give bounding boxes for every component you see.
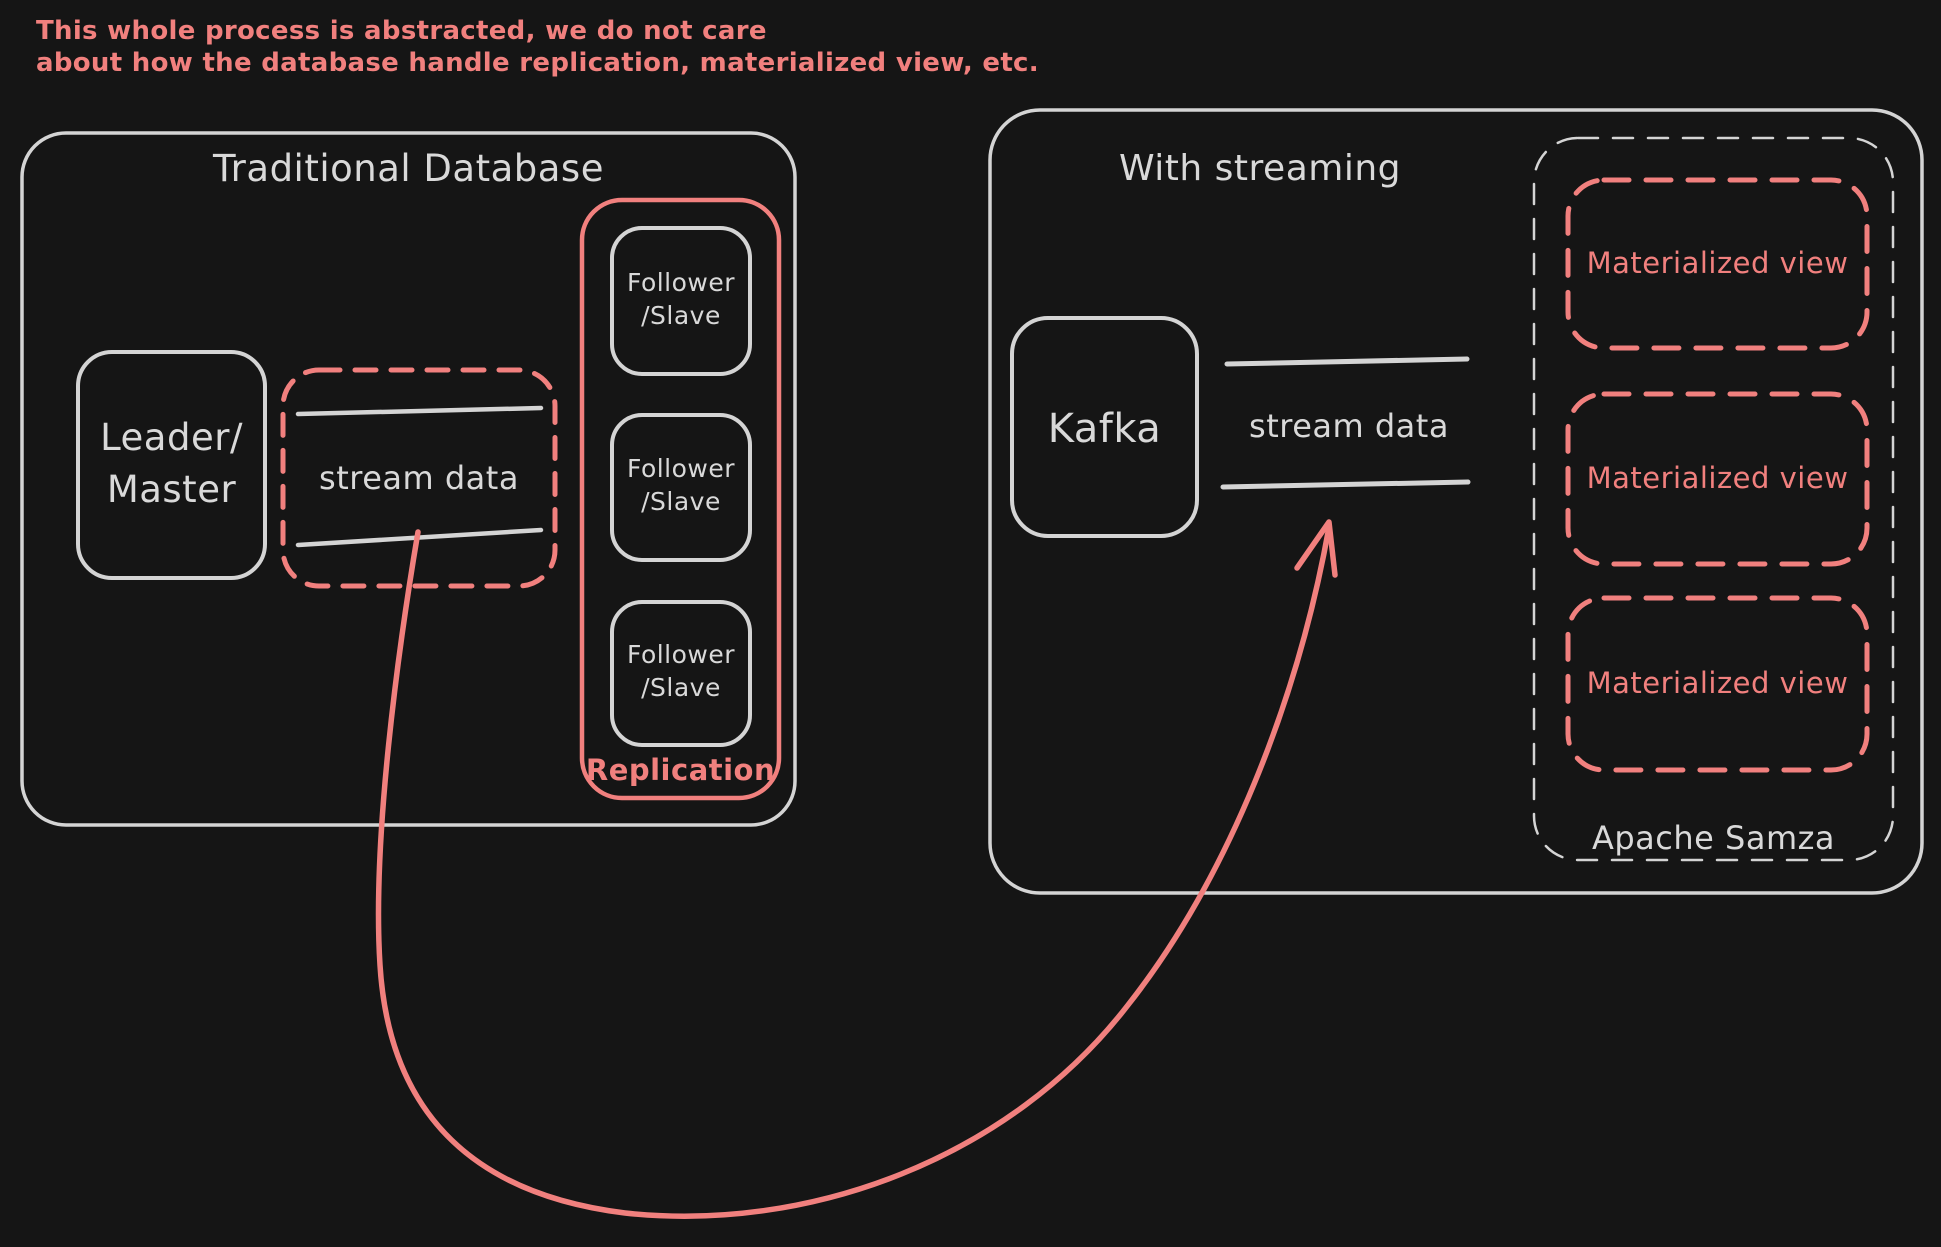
follower-slave-box-3 [610, 600, 752, 747]
leader-label-line1: Leader/ [100, 416, 243, 459]
stream-data-left-label: stream data [319, 459, 519, 497]
materialized-view-box-2 [1565, 391, 1870, 567]
follower-1-line2: /Slave [641, 300, 721, 330]
apache-samza-dashed-box [1532, 136, 1895, 862]
flow-arrowhead [1294, 519, 1338, 578]
stream-right-top-line [1224, 356, 1470, 367]
materialized-view-label-2: Materialized view [1586, 461, 1849, 495]
leader-master-label: Leader/ Master [78, 412, 265, 516]
follower-slave-label-2: Follower /Slave [612, 453, 750, 518]
leader-label-line2: Master [106, 467, 237, 511]
replication-box [579, 197, 782, 801]
traditional-database-box [20, 131, 797, 827]
with-streaming-box [988, 108, 1924, 895]
stream-data-right-label: stream data [1249, 407, 1449, 445]
follower-3-line1: Follower [626, 640, 736, 669]
leader-master-box [76, 350, 267, 580]
stream-data-flow-arrow [375, 524, 1332, 1219]
kafka-label: Kafka [1047, 406, 1162, 452]
materialized-view-label-1: Materialized view [1586, 246, 1849, 280]
apache-samza-label: Apache Samza [1591, 819, 1836, 857]
follower-3-line2: /Slave [641, 672, 721, 702]
annotation-line-2: about how the database handle replicatio… [36, 48, 1039, 78]
stream-data-top-line [295, 405, 544, 417]
follower-2-line1: Follower [626, 454, 736, 483]
stream-data-dashed-box [280, 367, 558, 589]
kafka-box [1010, 316, 1199, 538]
with-streaming-title: With streaming [1118, 148, 1401, 189]
replication-label: Replication [585, 753, 776, 787]
follower-2-line2: /Slave [641, 486, 721, 516]
traditional-database-title: Traditional Database [213, 147, 604, 190]
annotation-line-1: This whole process is abstracted, we do … [36, 16, 767, 46]
materialized-view-box-3 [1565, 595, 1870, 773]
follower-1-line1: Follower [626, 268, 736, 297]
materialized-view-box-1 [1565, 177, 1870, 351]
stream-right-bottom-line [1220, 479, 1471, 490]
follower-slave-box-1 [610, 226, 752, 376]
follower-slave-label-1: Follower /Slave [612, 267, 750, 332]
follower-slave-box-2 [610, 413, 752, 562]
materialized-view-label-3: Materialized view [1586, 666, 1849, 700]
follower-slave-label-3: Follower /Slave [612, 639, 750, 704]
